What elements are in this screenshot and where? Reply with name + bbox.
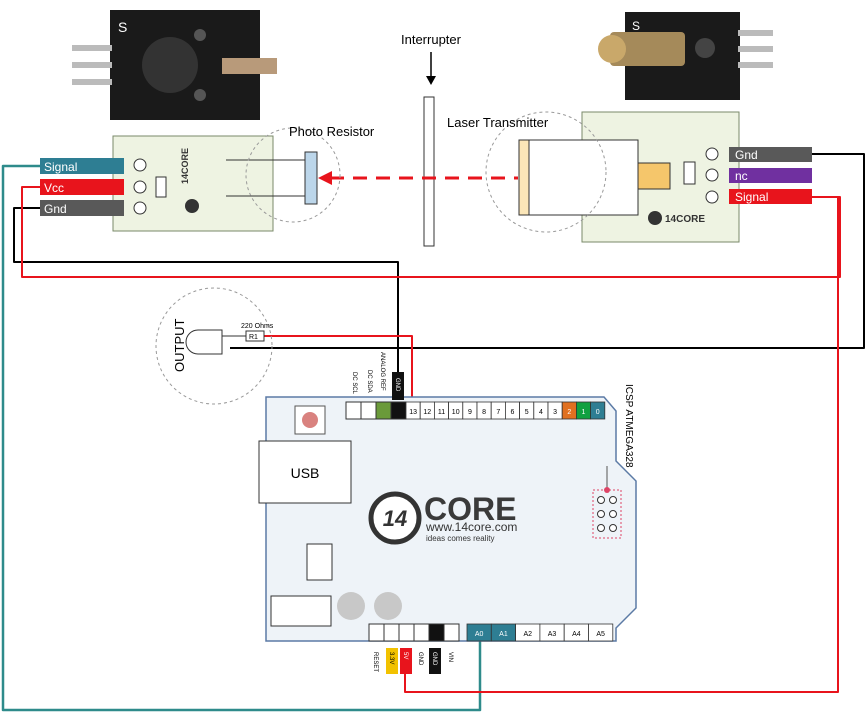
board-logo-number: 14 (383, 506, 407, 531)
interrupter: Interrupter (401, 32, 462, 247)
analog-pin-header: A0 A1 A2 A3 A4 A5 (466, 623, 614, 642)
sensor-pin-vcc: Vcc (44, 181, 64, 195)
laser-pin-gnd-tag (729, 147, 812, 162)
digital-pin-label-8: 8 (482, 409, 486, 416)
analog-pin-A5 (588, 623, 614, 642)
laser-pin-signal: Signal (735, 190, 768, 204)
header-label-aref: ANALOG REF (379, 352, 385, 391)
digital-pin-label-2: 2 (567, 409, 571, 416)
header-label-scl: DC SCL (351, 372, 357, 395)
power-label-gnd1: GND (417, 652, 423, 666)
board-tagline: ideas comes reality (426, 534, 494, 543)
power-label-reset: RESET (372, 652, 378, 672)
resistor-value: 220 Ohms (241, 323, 274, 330)
board-website: www.14core.com (425, 520, 517, 534)
laser-photo: S (598, 12, 773, 100)
power-header: RESET 3.3V 5V GND GND VIN (368, 623, 460, 674)
interrupter-label: Interrupter (401, 32, 462, 47)
resistor-r1 (245, 330, 265, 342)
laser-module: 14CORE Laser Transmitter Gnd nc Signal (447, 111, 812, 243)
output-label: OUTPUT (172, 319, 187, 373)
digital-pin-label-9: 9 (468, 409, 472, 416)
power-label-5v: 5V (402, 652, 408, 659)
laser-beam (318, 171, 518, 185)
sensor-module-logo: 14CORE (180, 148, 190, 184)
interrupter-plate (423, 96, 435, 247)
laser-pin-nc-tag (729, 168, 812, 183)
sensor-pin-signal-tag (40, 158, 124, 174)
laser-module-logo: 14CORE (665, 214, 705, 225)
analog-pin-label-A0: A0 (475, 631, 484, 638)
laser-pin-gnd: Gnd (735, 148, 758, 162)
usb-label: USB (291, 465, 320, 481)
power-jack (270, 595, 332, 627)
header-label-sda: DC SDA (366, 370, 372, 393)
sensor-pin-gnd-tag (40, 200, 124, 216)
laser-pin-signal-tag (729, 189, 812, 204)
voltage-regulator (306, 543, 333, 581)
ldr-highlight-circle (245, 127, 341, 223)
wire-sensor-gnd (13, 207, 399, 398)
digital-pin-label-11: 11 (438, 409, 445, 416)
wire-sensor-signal (1, 164, 482, 712)
ldr-element (304, 151, 318, 205)
photo-resistor-photo-letter: S (118, 19, 127, 35)
laser-transmitter-label: Laser Transmitter (447, 115, 549, 130)
power-label-3v3: 3.3V (388, 652, 394, 664)
board-logo-word: CORE (424, 491, 516, 527)
output-highlight-circle (155, 287, 273, 405)
wire-laser-gnd (230, 153, 865, 349)
digital-pin-label-3: 3 (553, 409, 557, 416)
wire-pin13 (263, 335, 413, 398)
analog-pin-label-A5: A5 (596, 631, 605, 638)
photo-resistor-photo: S (72, 10, 277, 120)
laser-highlight-circle (485, 111, 607, 233)
usb-port (258, 440, 352, 504)
analog-pin-label-A2: A2 (523, 631, 532, 638)
wire-sensor-vcc (21, 186, 841, 278)
digital-pin-label-5: 5 (525, 409, 529, 416)
laser-pin-nc: nc (735, 169, 748, 183)
header-label-gnd: GND (394, 378, 400, 392)
photo-resistor-module: 14CORE Photo Resistor Signal Vcc Gnd (40, 124, 375, 232)
sensor-pin-vcc-tag (40, 179, 124, 195)
digital-pin-0 (590, 401, 606, 420)
digital-pin-label-0: 0 (596, 409, 600, 416)
analog-pin-label-A4: A4 (572, 631, 581, 638)
power-label-gnd2: GND (431, 652, 437, 666)
laser-photo-letter: S (632, 19, 640, 33)
analog-pin-label-A1: A1 (499, 631, 508, 638)
sensor-pin-gnd: Gnd (44, 202, 67, 216)
laser-body (527, 139, 639, 216)
arduino-board: USB 14 CORE www.14core.com ideas comes r… (258, 352, 637, 674)
led-icon (185, 329, 223, 355)
digital-pin-label-10: 10 (452, 409, 460, 416)
digital-pin-label-6: 6 (511, 409, 515, 416)
wire-5v (404, 197, 839, 693)
digital-pin-label-1: 1 (582, 409, 586, 416)
top-header: DC SCL DC SDA ANALOG REF GND (345, 352, 407, 420)
analog-pin-label-A3: A3 (548, 631, 557, 638)
board-logo-badge (368, 491, 422, 545)
interrupter-arrowhead (426, 76, 436, 85)
wires (1, 153, 865, 712)
capacitor-2 (374, 592, 402, 620)
digital-pin-label-4: 4 (539, 409, 543, 416)
output-led-group: OUTPUT 220 Ohms R1 (155, 287, 274, 405)
digital-pin-label-7: 7 (496, 409, 500, 416)
sensor-pin-signal: Signal (44, 160, 77, 174)
laser-tail (637, 162, 671, 190)
capacitor-1 (337, 592, 365, 620)
laser-lens (518, 139, 530, 216)
resistor-ref: R1 (249, 334, 258, 341)
power-label-vin: VIN (447, 652, 453, 662)
icsp-label: ICSP ATMEGA328 (623, 384, 634, 468)
digital-pin-label-12: 12 (423, 409, 431, 416)
photo-resistor-label: Photo Resistor (289, 124, 375, 139)
digital-pin-label-13: 13 (409, 409, 417, 416)
